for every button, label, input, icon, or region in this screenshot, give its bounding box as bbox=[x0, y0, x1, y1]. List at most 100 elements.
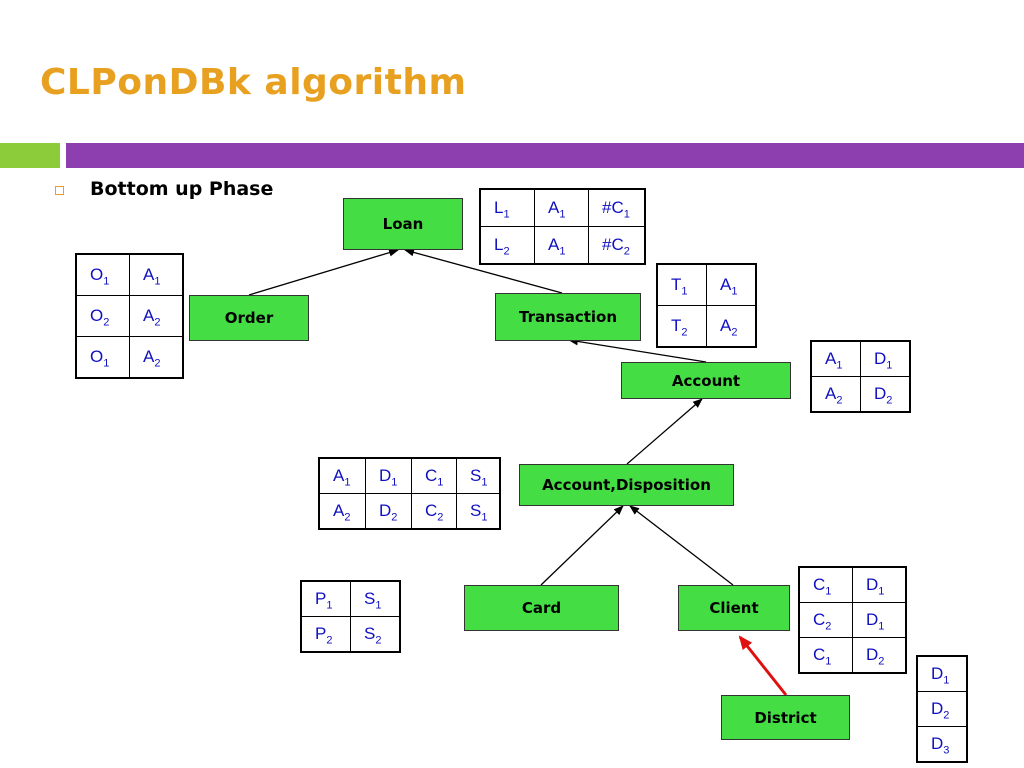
node-account-disposition[interactable]: Account,Disposition bbox=[519, 464, 734, 506]
cell-subscript: 1 bbox=[103, 275, 110, 288]
cell-subscript: 1 bbox=[886, 359, 893, 372]
cell-subscript: 2 bbox=[623, 245, 630, 258]
cell-value: A1 bbox=[720, 275, 738, 298]
cell-value: A1 bbox=[333, 466, 351, 489]
table-cell: P2 bbox=[300, 616, 351, 653]
table-cell: A1 bbox=[810, 340, 861, 377]
cell-value: A1 bbox=[825, 349, 843, 372]
table-row: O1 A2 bbox=[75, 336, 184, 379]
cell-value: D3 bbox=[931, 734, 950, 757]
cell-value: D1 bbox=[379, 466, 398, 489]
cell-value: P2 bbox=[315, 624, 333, 647]
table-row: O1 A1 bbox=[75, 253, 184, 296]
cell-value: #C1 bbox=[602, 198, 630, 221]
header-bar-green bbox=[0, 143, 60, 168]
table-cell: S1 bbox=[456, 493, 501, 530]
node-district[interactable]: District bbox=[721, 695, 850, 740]
cell-value: T1 bbox=[671, 275, 688, 298]
cell-subscript: 2 bbox=[154, 357, 161, 370]
edge-order-loan bbox=[248, 248, 399, 296]
cell-value: P1 bbox=[315, 589, 333, 612]
table-row: A1 D1 bbox=[810, 340, 911, 377]
cell-value: C2 bbox=[813, 610, 832, 633]
node-transaction[interactable]: Transaction bbox=[495, 293, 641, 341]
cell-value: O1 bbox=[90, 265, 110, 288]
table-cell: A1 bbox=[129, 253, 184, 296]
cell-subscript: 1 bbox=[391, 476, 398, 489]
table-cell: C1 bbox=[411, 457, 457, 494]
cell-value: C1 bbox=[813, 575, 832, 598]
bullet-square-icon bbox=[55, 186, 64, 195]
cell-subscript: 1 bbox=[943, 674, 950, 687]
table-cell: A1 bbox=[706, 263, 757, 306]
cell-subscript: 3 bbox=[943, 744, 950, 757]
cell-subscript: 2 bbox=[681, 326, 688, 339]
edge-district-client bbox=[738, 635, 788, 696]
cell-subscript: 1 bbox=[154, 275, 161, 288]
cell-value: S1 bbox=[470, 466, 488, 489]
cell-subscript: 1 bbox=[731, 285, 738, 298]
cell-value: D1 bbox=[866, 575, 885, 598]
cell-value: A1 bbox=[143, 265, 161, 288]
cell-subscript: 1 bbox=[878, 585, 885, 598]
table-cell: D1 bbox=[365, 457, 412, 494]
cell-value: S1 bbox=[470, 501, 488, 524]
cell-value: D2 bbox=[866, 645, 885, 668]
table-cell: C1 bbox=[798, 566, 853, 603]
cell-value: A1 bbox=[548, 198, 566, 221]
table-cell: L2 bbox=[479, 226, 535, 265]
table-cell: S2 bbox=[350, 616, 401, 653]
node-order[interactable]: Order bbox=[189, 295, 309, 341]
cell-subscript: 2 bbox=[103, 316, 110, 329]
table-cell: C2 bbox=[798, 602, 853, 638]
table-cell: A2 bbox=[706, 305, 757, 348]
edge-account-transaction bbox=[568, 337, 707, 363]
cell-value: A2 bbox=[720, 316, 738, 339]
cell-subscript: 2 bbox=[326, 634, 333, 647]
cell-subscript: 1 bbox=[825, 585, 832, 598]
cell-subscript: 2 bbox=[154, 316, 161, 329]
edge-accountdisposition-account bbox=[626, 398, 703, 465]
table-row: C1 D1 bbox=[798, 566, 907, 603]
cell-subscript: 1 bbox=[481, 511, 488, 524]
table-cell: A1 bbox=[534, 226, 589, 265]
cell-subscript: 1 bbox=[878, 620, 885, 633]
node-client[interactable]: Client bbox=[678, 585, 790, 631]
table-cell: A2 bbox=[129, 336, 184, 379]
cell-value: O2 bbox=[90, 306, 110, 329]
node-account[interactable]: Account bbox=[621, 362, 791, 399]
slide-title: CLPonDBk algorithm bbox=[40, 62, 467, 103]
cell-subscript: 1 bbox=[623, 208, 630, 221]
edge-transaction-loan bbox=[404, 248, 563, 294]
node-loan[interactable]: Loan bbox=[343, 198, 463, 250]
cell-value: D1 bbox=[931, 664, 950, 687]
cell-subscript: 2 bbox=[375, 634, 382, 647]
cell-subscript: 2 bbox=[878, 655, 885, 668]
cell-value: C1 bbox=[813, 645, 832, 668]
table-row: A1 D1 C1 S1 bbox=[318, 457, 501, 494]
cell-subscript: 1 bbox=[481, 476, 488, 489]
cell-subscript: 1 bbox=[825, 655, 832, 668]
table-cell: #C2 bbox=[588, 226, 646, 265]
cell-subscript: 2 bbox=[503, 245, 510, 258]
bullet-text: Bottom up Phase bbox=[90, 178, 274, 200]
cell-value: D1 bbox=[866, 610, 885, 633]
cell-value: D1 bbox=[874, 349, 893, 372]
table-cell: A1 bbox=[318, 457, 366, 494]
node-card[interactable]: Card bbox=[464, 585, 619, 631]
table-cell: A2 bbox=[129, 295, 184, 337]
table-cell: D3 bbox=[916, 726, 968, 763]
cell-subscript: 1 bbox=[375, 599, 382, 612]
table-cell: D1 bbox=[852, 602, 907, 638]
cell-value: O1 bbox=[90, 347, 110, 370]
